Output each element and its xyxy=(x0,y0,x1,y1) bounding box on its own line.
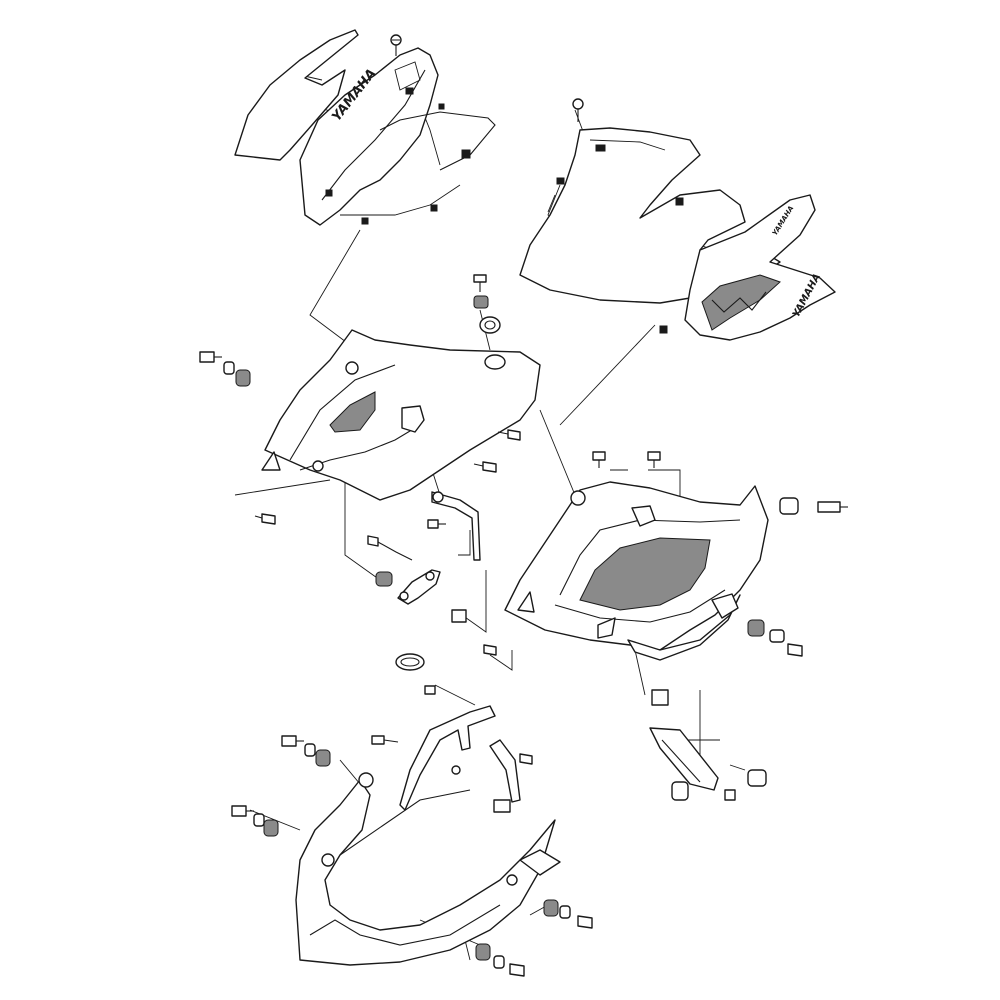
under-cowl-fasteners xyxy=(475,899,593,977)
side-screws xyxy=(254,429,521,525)
windscreen xyxy=(234,29,359,161)
left-inner-panel xyxy=(261,329,541,501)
upper-left-cowl: YAMAHA xyxy=(299,47,496,226)
lower-stay-bracket xyxy=(371,653,496,811)
left-bracket-lower xyxy=(367,535,441,605)
right-top-screw xyxy=(572,98,584,122)
lower-right-stay xyxy=(489,739,533,813)
left-bracket-upper xyxy=(427,491,481,561)
right-side-cowl xyxy=(504,481,769,661)
right-fasteners xyxy=(451,451,848,657)
right-stay-bracket xyxy=(649,689,767,801)
center-bolt-stack xyxy=(473,274,501,334)
left-fastener-row xyxy=(199,351,251,387)
under-cowl xyxy=(295,772,561,966)
lower-left-grommets xyxy=(231,735,331,837)
top-screw xyxy=(390,34,402,56)
